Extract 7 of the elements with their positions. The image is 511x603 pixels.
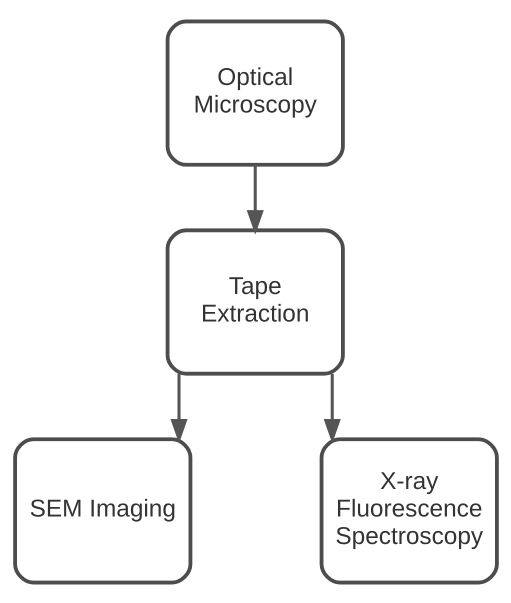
node-box: SEM Imaging <box>12 436 192 584</box>
arrow <box>170 373 188 443</box>
node-box: Tape Extraction <box>165 228 344 376</box>
arrow <box>323 373 340 443</box>
node-box: X-ray Fluorescence Spectroscopy <box>319 436 498 584</box>
arrow <box>246 164 264 234</box>
node-box: Optical Microscopy <box>165 19 344 166</box>
